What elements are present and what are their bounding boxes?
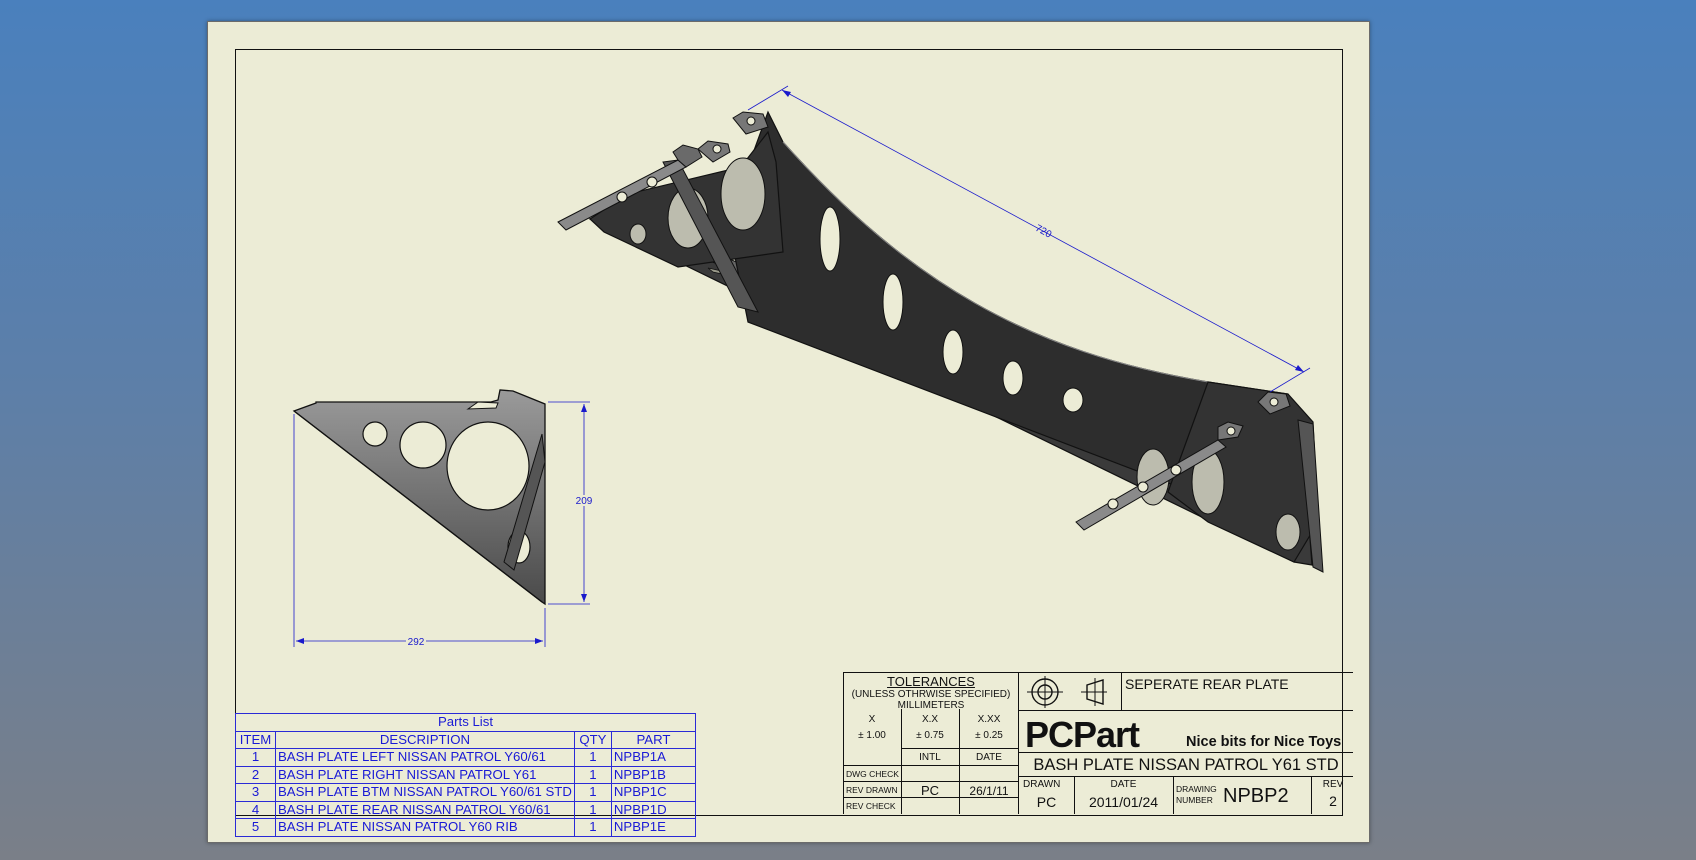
width-dimension: 292	[408, 637, 425, 648]
tol-xxx-value: ± 0.25	[975, 730, 1003, 741]
rev-label: REV	[1322, 779, 1344, 790]
rev-value: 2	[1329, 793, 1337, 809]
row-qty: 1	[573, 748, 612, 767]
drawing-number-label: DRAWING	[1176, 784, 1217, 794]
drawing-number: NPBP2	[1223, 785, 1289, 807]
rev-drawn-date: 26/1/11	[969, 784, 1009, 798]
date-value: 2011/01/24	[1088, 794, 1159, 810]
table-row: 1 BASH PLATE LEFT NISSAN PATROL Y60/61 1…	[235, 748, 697, 767]
company-tagline: Nice bits for Nice Toys	[1186, 734, 1342, 750]
row-part: NPBP1D	[610, 800, 697, 819]
height-dimension: 209	[576, 496, 593, 507]
tol-x-value: ± 1.00	[858, 730, 886, 741]
row-part: NPBP1A	[610, 748, 697, 767]
row-description: BASH PLATE BTM NISSAN PATROL Y60/61 STD	[275, 783, 575, 802]
drawing-note: SEPERATE REAR PLATE	[1125, 676, 1289, 692]
row-part: NPBP1E	[610, 818, 697, 837]
drawn-label: DRAWN	[1023, 779, 1061, 790]
row-description: BASH PLATE REAR NISSAN PATROL Y60/61	[275, 800, 575, 819]
tol-xxx-label: X.XX	[977, 714, 1001, 725]
table-row: 5 BASH PLATE NISSAN PATROL Y60 RIB 1 NPB…	[235, 818, 697, 837]
row-item: 2	[235, 765, 276, 784]
row-part: NPBP1B	[610, 765, 697, 784]
title-block: TOLERANCES (UNLESS OTHRWISE SPECIFIED) M…	[843, 672, 1353, 814]
row-qty: 1	[573, 783, 612, 802]
row-qty: 1	[573, 765, 612, 784]
table-row: 4 BASH PLATE REAR NISSAN PATROL Y60/61 1…	[235, 800, 697, 819]
tolerances-title: TOLERANCES	[887, 674, 975, 689]
projection-symbol-icon	[1027, 676, 1107, 708]
length-dimension: 720	[1033, 223, 1053, 241]
col-part: PART	[610, 730, 697, 749]
col-qty: QTY	[573, 730, 612, 749]
side-view: 209 292	[292, 389, 593, 648]
company-logo: PCPart	[1025, 714, 1140, 755]
drawing-sheet: 209 292	[207, 21, 1370, 843]
drawing-title: BASH PLATE NISSAN PATROL Y61 STD	[1033, 756, 1339, 774]
parts-list-table: Parts List ITEM DESCRIPTION QTY PART 1 B…	[235, 713, 697, 837]
tol-x-label: X	[868, 714, 876, 725]
intl-header: INTL	[919, 752, 941, 763]
row-item: 5	[235, 818, 276, 837]
rev-drawn-label: REV DRAWN	[846, 785, 898, 795]
row-qty: 1	[573, 818, 612, 837]
row-item: 3	[235, 783, 276, 802]
row-part: NPBP1C	[610, 783, 697, 802]
drawing-number-label-2: NUMBER	[1176, 795, 1213, 805]
tol-xx-value: ± 0.75	[916, 730, 944, 741]
tol-xx-label: X.X	[921, 714, 939, 725]
table-row: 2 BASH PLATE RIGHT NISSAN PATROL Y61 1 N…	[235, 765, 697, 784]
row-qty: 1	[573, 800, 612, 819]
parts-list-header: ITEM DESCRIPTION QTY PART	[235, 730, 697, 749]
drawn-value: PC	[1036, 794, 1057, 810]
isometric-view: 720	[557, 85, 1324, 573]
row-item: 1	[235, 748, 276, 767]
tolerances-units: MILLIMETERS	[897, 700, 965, 711]
date-label: DATE	[1110, 779, 1137, 790]
col-item: ITEM	[235, 730, 276, 749]
row-description: BASH PLATE RIGHT NISSAN PATROL Y61	[275, 765, 575, 784]
tolerances-subtitle: (UNLESS OTHRWISE SPECIFIED)	[851, 689, 1011, 700]
row-description: BASH PLATE NISSAN PATROL Y60 RIB	[275, 818, 575, 837]
drawing-frame	[235, 49, 1343, 816]
rev-check-label: REV CHECK	[846, 801, 896, 811]
row-item: 4	[235, 800, 276, 819]
date-header: DATE	[976, 752, 1002, 763]
dwg-check-label: DWG CHECK	[846, 769, 899, 779]
rev-drawn-intl: PC	[920, 783, 940, 798]
table-row: 3 BASH PLATE BTM NISSAN PATROL Y60/61 ST…	[235, 783, 697, 802]
parts-list-title: Parts List	[235, 713, 696, 732]
drawing-views: 209 292	[292, 85, 1324, 648]
row-description: BASH PLATE LEFT NISSAN PATROL Y60/61	[275, 748, 575, 767]
col-description: DESCRIPTION	[275, 730, 575, 749]
